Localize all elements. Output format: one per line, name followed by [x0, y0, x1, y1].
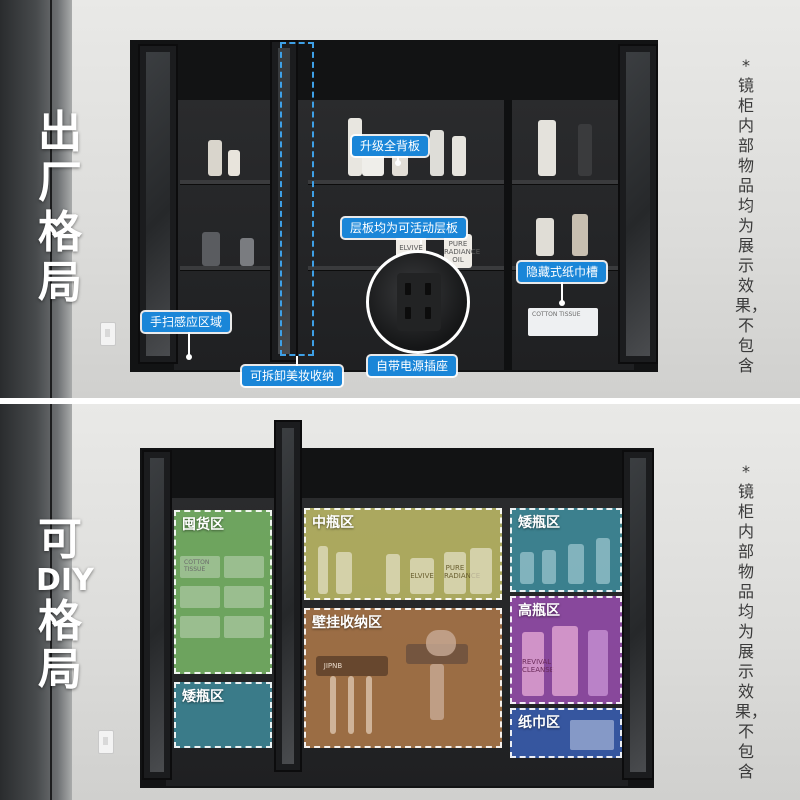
- bottle: [578, 124, 592, 176]
- wall-switch-icon: [100, 322, 116, 346]
- left-door[interactable]: [138, 44, 178, 364]
- diy-title-line-1: 可: [38, 514, 82, 565]
- zone-mid-bottle: 中瓶区 ELVIVE PURE RADIANCE: [304, 508, 502, 600]
- zone-short-bottle-left: 矮瓶区: [174, 682, 272, 748]
- zone-short-bottle-right: 矮瓶区: [510, 508, 622, 592]
- bottle: [536, 218, 554, 256]
- callout-hidden-tissue-slot: 隐藏式纸巾槽: [518, 262, 607, 282]
- zone-tall-bottle: 高瓶区 REVIVAL CLEANSE: [510, 596, 622, 704]
- diy-title-line-2: DIY: [36, 563, 94, 598]
- zone-wall-hanging: 壁挂收纳区 JIPNB: [304, 608, 502, 748]
- bottle: [452, 136, 466, 176]
- window-frame: [0, 404, 72, 800]
- left-door[interactable]: [142, 450, 172, 780]
- panel-divider: [0, 398, 800, 406]
- tissue-box: COTTON TISSUE: [528, 308, 598, 336]
- callout-built-in-power-socket: 自带电源插座: [368, 356, 457, 376]
- bottle: [538, 120, 556, 176]
- power-socket-icon: [397, 273, 441, 331]
- cabinet-divider: [504, 100, 512, 370]
- shelf-1: [308, 180, 628, 184]
- bottle: [240, 238, 254, 266]
- bottle: [572, 214, 588, 256]
- callout-full-backboard: 升级全背板: [352, 136, 429, 156]
- display-disclaimer: *镜柜内部物品均为展示效果，不包含: [735, 462, 768, 781]
- factory-layout-title: 出厂格局: [38, 107, 82, 308]
- wall-switch-icon: [98, 730, 114, 754]
- right-door[interactable]: [618, 44, 658, 364]
- diy-layout-title: 可 DIY 格局: [36, 514, 94, 695]
- display-disclaimer: *镜柜内部物品均为展示效果，不包含: [735, 56, 768, 375]
- zone-tissue: 纸巾区: [510, 708, 622, 758]
- middle-door[interactable]: [274, 420, 302, 772]
- factory-layout-panel: ELVIVE PURE RADIANCE OIL COTTON TISSUE 升…: [0, 0, 800, 400]
- zone-stock: 囤货区 COTTON TISSUE: [174, 510, 272, 674]
- callout-adjustable-shelves: 层板均为可活动层板: [342, 218, 467, 238]
- window-frame: [0, 0, 72, 400]
- bottle: [202, 232, 220, 266]
- shelf-left-1: [180, 180, 270, 184]
- diy-layout-panel: 囤货区 COTTON TISSUE 矮瓶区 中瓶区 ELVIVE PURE RA…: [0, 404, 800, 800]
- callout-detachable-makeup-storage: 可拆卸美妆收纳: [242, 366, 343, 386]
- right-door[interactable]: [622, 450, 654, 780]
- diy-title-line-3: 格局: [38, 596, 82, 695]
- socket-magnifier: [366, 250, 470, 354]
- callout-hand-sweep-sensor: 手扫感应区域: [142, 312, 231, 332]
- shelf-2: [308, 266, 628, 270]
- bottle: [208, 140, 222, 176]
- makeup-storage-highlight: [280, 42, 314, 356]
- bottle: [228, 150, 240, 176]
- bottle: [430, 130, 444, 176]
- shelf-left-2: [180, 266, 270, 270]
